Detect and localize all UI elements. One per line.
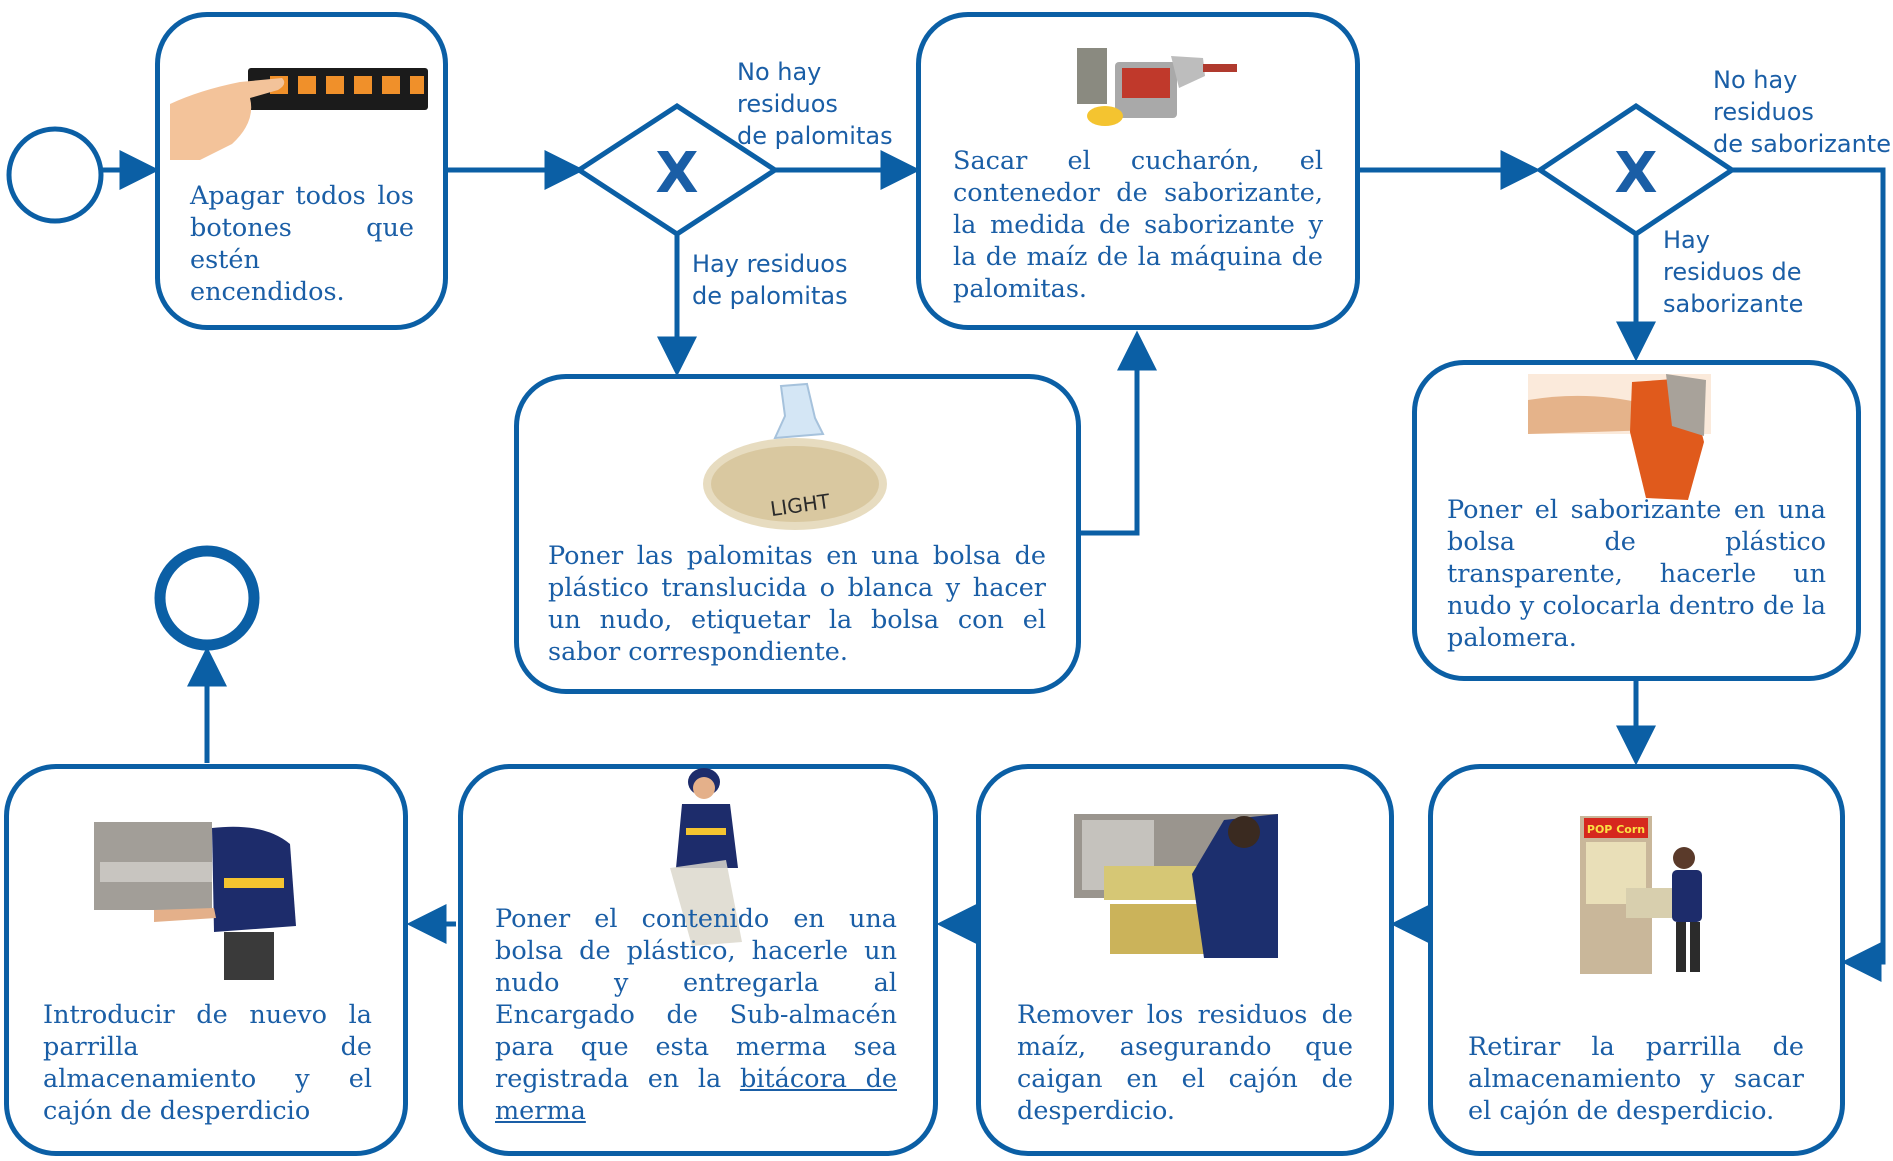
- gateway-saborizante: [1535, 102, 1737, 238]
- gateway-palomitas: [574, 103, 780, 237]
- machine-sign-text: POP Corn: [1587, 823, 1645, 836]
- step-box-remover: [976, 764, 1394, 1156]
- end-event: [154, 545, 260, 651]
- gateway-symbol: X: [1614, 141, 1657, 206]
- step-text-poner-saborizante: Poner el saborizante en una bolsa de plá…: [1447, 495, 1826, 653]
- start-event: [6, 126, 104, 224]
- gateway-symbol: X: [655, 141, 698, 206]
- step-text-apagar: Apagar todos los botones que estén encen…: [190, 181, 414, 307]
- flow-label-si-saborizante: Hay residuos de saborizante: [1663, 226, 1804, 318]
- worker-bag-photo: [670, 768, 742, 946]
- flavoring-bag-photo: [1528, 374, 1711, 500]
- step-text-sacar: Sacar el cucharón, el contenedor de sabo…: [953, 146, 1323, 304]
- popcorn-bag-photo: LIGHT: [703, 382, 887, 530]
- waste-drawer-photo: [1074, 814, 1278, 958]
- step-text-poner-palomitas: Poner las palomitas en una bolsa de plás…: [548, 541, 1046, 667]
- step-text-poner-contenido: Poner el contenido en una bolsa de plást…: [495, 903, 897, 1127]
- flow-label-no-saborizante: No hay residuos de saborizante: [1713, 66, 1891, 158]
- flow-gateway2-no-to-retirar: [1730, 167, 1886, 982]
- flow-label-si-palomitas: Hay residuos de palomitas: [692, 250, 848, 310]
- flow-label-no-palomitas: No hay residuos de palomitas: [737, 58, 893, 150]
- step-box-apagar: [155, 12, 448, 330]
- popcorn-machine-photo: POP Corn: [1580, 816, 1702, 974]
- utensils-photo: [1077, 48, 1237, 126]
- worker-tray-photo: [94, 822, 296, 980]
- step-text-poner-contenido-body: Poner el contenido en una bolsa de plást…: [495, 904, 897, 1094]
- bitacora-link[interactable]: bitácora de merma: [495, 1064, 897, 1126]
- step-box-sacar: [916, 12, 1360, 330]
- control-panel-photo: [170, 68, 428, 160]
- flow-palomitas-to-sacar: [1080, 330, 1157, 536]
- step-text-introducir: Introducir de nuevo la parrilla de almac…: [43, 1000, 372, 1126]
- step-text-remover: Remover los residuos de maíz, asegurando…: [1017, 1000, 1353, 1126]
- step-text-retirar: Retirar la parrilla de almacenamiento y …: [1468, 1032, 1804, 1126]
